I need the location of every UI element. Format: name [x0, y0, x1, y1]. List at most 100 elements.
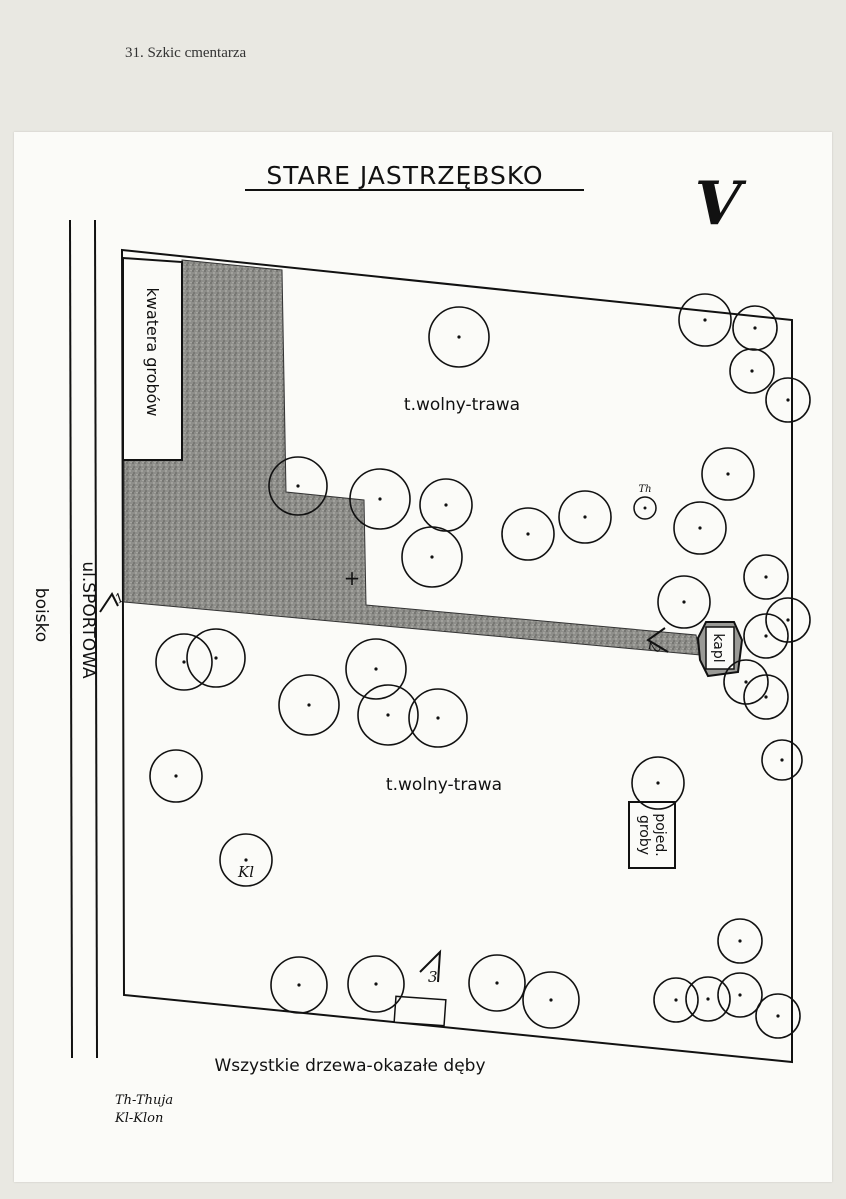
street-line-left: [69, 219, 73, 1059]
tree: [631, 756, 685, 810]
thuja-dot: [643, 506, 647, 510]
tree: [673, 501, 727, 555]
tree: [349, 468, 411, 530]
graves-section-label: kwatera grobów: [143, 288, 162, 417]
tree-center-dot: [682, 600, 686, 604]
tree: [270, 956, 328, 1014]
gate-2-mark: [646, 627, 669, 653]
tree-center-dot: [297, 983, 301, 987]
tree: [653, 977, 699, 1023]
tree-center-dot: [706, 997, 710, 1001]
tree: [219, 833, 273, 887]
single-graves-box: [628, 801, 676, 869]
field-label: boisko: [31, 588, 51, 642]
thuja-marker: Th: [638, 484, 651, 495]
tree: [729, 348, 775, 394]
tree-center-dot: [244, 858, 248, 862]
tree-center-dot: [764, 634, 768, 638]
tree-center-dot: [703, 318, 707, 322]
free-area-top-label: t.wolny-trawa: [404, 395, 520, 415]
tree: [657, 575, 711, 629]
tree-center-dot: [780, 758, 784, 762]
tree: [732, 305, 778, 351]
tree-center-dot: [174, 774, 178, 778]
tree-center-dot: [698, 526, 702, 530]
tree-center-dot: [214, 656, 218, 660]
tree-center-dot: [444, 503, 448, 507]
tree: [765, 377, 811, 423]
tree-center-dot: [764, 695, 768, 699]
page-header: 31. Szkic cmentarza: [125, 45, 247, 61]
corner-mark: V: [695, 169, 747, 239]
tree-center-dot: [495, 981, 499, 985]
street-line-right: [94, 219, 98, 1059]
main-alley: [123, 259, 701, 656]
tree: [522, 971, 580, 1029]
gate-3-label: 3: [428, 968, 438, 986]
tree: [717, 972, 763, 1018]
graves-section: [122, 256, 183, 461]
thuja-tree: [633, 496, 657, 520]
tree: [761, 739, 803, 781]
tree-center-dot: [656, 781, 660, 785]
tree: [685, 976, 731, 1022]
tree-center-dot: [583, 515, 587, 519]
gate-3-mark: [419, 949, 442, 983]
single-graves-label-line2: groby: [636, 815, 652, 855]
tree: [155, 633, 213, 691]
tree-center-dot: [753, 326, 757, 330]
tree-center-dot: [386, 713, 390, 717]
tree: [357, 684, 419, 746]
tree-center-dot: [526, 532, 530, 536]
chapel-inner: [705, 626, 735, 670]
tree-center-dot: [430, 555, 434, 559]
tree: [558, 490, 612, 544]
cemetery-boundary: [120, 248, 793, 1064]
tree: [468, 954, 526, 1012]
tree-center-dot: [457, 335, 461, 339]
chapel-label: kapl: [710, 633, 726, 662]
tree-center-dot: [374, 667, 378, 671]
legend-maple: Kl-Klon: [114, 1111, 163, 1126]
tree: [723, 659, 769, 705]
tree-center-dot: [674, 998, 678, 1002]
gate-1-mark: [99, 592, 119, 613]
trees-layer: [149, 293, 811, 1039]
tree: [765, 597, 811, 643]
single-graves-label-line1: pojed.: [652, 813, 668, 856]
tree: [186, 628, 246, 688]
legend-thuja: Th-Thuja: [115, 1093, 173, 1108]
free-area-bottom-label: t.wolny-trawa: [386, 775, 502, 795]
tree-center-dot: [726, 472, 730, 476]
tree: [268, 456, 328, 516]
map-title: STARE JASTRZĘBSKO: [266, 161, 543, 190]
tree-center-dot: [378, 497, 382, 501]
tree-center-dot: [296, 484, 300, 488]
tree: [401, 526, 463, 588]
tree-center-dot: [786, 398, 790, 402]
tree: [743, 613, 789, 659]
tree-center-dot: [436, 716, 440, 720]
tree-center-dot: [549, 998, 553, 1002]
maple-marker: Kl: [237, 863, 254, 881]
entrance-box: [393, 995, 447, 1027]
tree-center-dot: [776, 1014, 780, 1018]
street-label: ul.SPORTOWA: [78, 561, 98, 679]
tree-center-dot: [374, 982, 378, 986]
tree: [717, 918, 763, 964]
tree: [501, 507, 555, 561]
tree-center-dot: [786, 618, 790, 622]
trees-note: Wszystkie drzewa-okazałe dęby: [214, 1056, 485, 1076]
tree-center-dot: [750, 369, 754, 373]
tree-center-dot: [738, 939, 742, 943]
tree: [755, 993, 801, 1039]
tree-center-dot: [182, 660, 186, 664]
tree: [428, 306, 490, 368]
cross-mark: +: [344, 566, 361, 590]
tree: [743, 554, 789, 600]
tree: [149, 749, 203, 803]
tree-center-dot: [738, 993, 742, 997]
tree: [701, 447, 755, 501]
